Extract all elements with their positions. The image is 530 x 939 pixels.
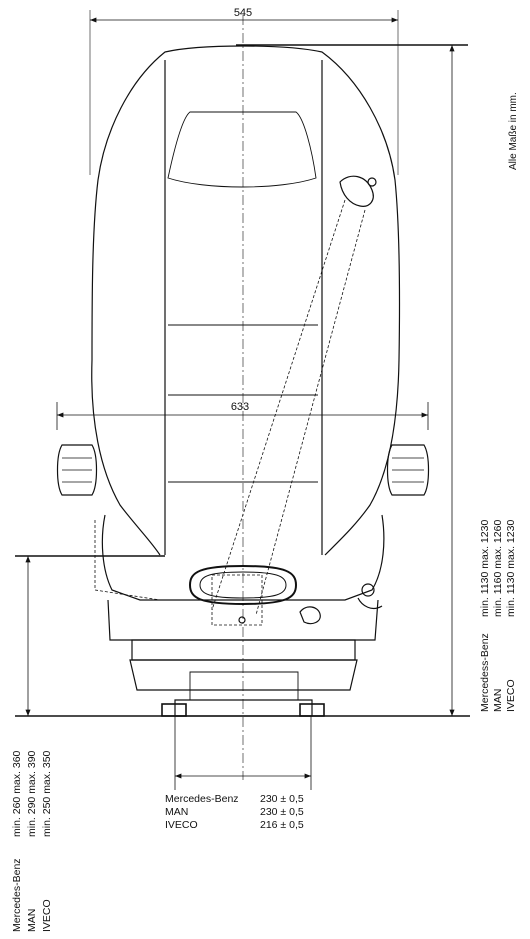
seat-outline (56, 45, 430, 717)
base-height-table: Mercedes-Benz min. 260 max. 360 MAN min.… (11, 750, 53, 932)
rail-value: 230 ± 0,5 (260, 806, 304, 818)
rail-brand: IVECO (165, 819, 198, 831)
dimension-armrest-width: 633 (56, 401, 429, 430)
dimension-top-width: 545 (89, 7, 399, 175)
rail-value: 216 ± 0,5 (260, 819, 304, 831)
dimension-overall-height (236, 44, 468, 716)
mechanism-dashed-lines (94, 199, 366, 626)
height-brand: Mercedess-Benz (479, 633, 491, 712)
base-brand: MAN (26, 909, 38, 932)
rail-value: 230 ± 0,5 (260, 793, 304, 805)
unit-note: Alle Maße in mm. (508, 92, 519, 170)
top-width-label: 545 (234, 7, 252, 19)
height-brand: MAN (492, 689, 504, 712)
rail-brand: MAN (165, 806, 188, 818)
base-range: min. 260 max. 360 (11, 750, 23, 837)
rail-brand: Mercedes-Benz (165, 793, 239, 805)
base-brand: IVECO (41, 899, 53, 932)
height-range: min. 1130 max. 1230 (479, 520, 491, 617)
height-range: min. 1160 max. 1260 (492, 520, 504, 617)
height-brand: IVECO (505, 679, 517, 712)
base-range: min. 250 max. 350 (41, 750, 53, 837)
base-range: min. 290 max. 390 (26, 750, 38, 837)
base-brand: Mercedes-Benz (11, 858, 23, 932)
height-range: min. 1130 max. 1230 (505, 520, 517, 617)
rail-table: Mercedes-Benz 230 ± 0,5 MAN 230 ± 0,5 IV… (165, 793, 304, 831)
dimension-base-height (15, 555, 165, 716)
armrest-width-label: 633 (231, 401, 249, 413)
height-table: Mercedess-Benz min. 1130 max. 1230 MAN m… (479, 520, 517, 712)
dimension-rail-spacing (174, 716, 312, 790)
